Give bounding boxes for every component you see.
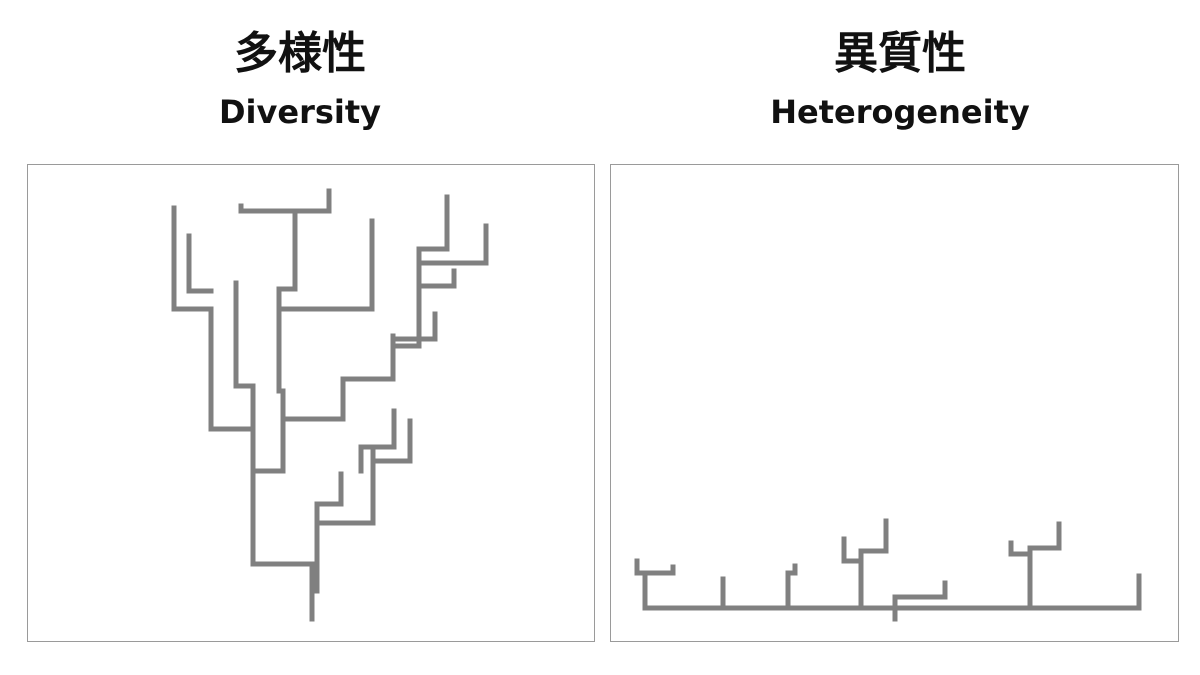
diversity-tree-diagram [171,188,489,622]
diversity-title-english: Diversity [218,93,382,131]
heterogeneity-panel: 異質性 Heterogeneity [600,0,1200,675]
diversity-diagram-frame [27,164,595,642]
heterogeneity-title-japanese: 異質性 [834,28,966,79]
heterogeneity-title-english: Heterogeneity [770,93,1030,131]
heterogeneity-diagram-frame [610,164,1179,642]
heterogeneity-tree-diagram [634,518,1142,622]
diversity-panel: 多様性 Diversity [27,28,595,642]
diversity-title-japanese: 多様性 [234,28,366,79]
